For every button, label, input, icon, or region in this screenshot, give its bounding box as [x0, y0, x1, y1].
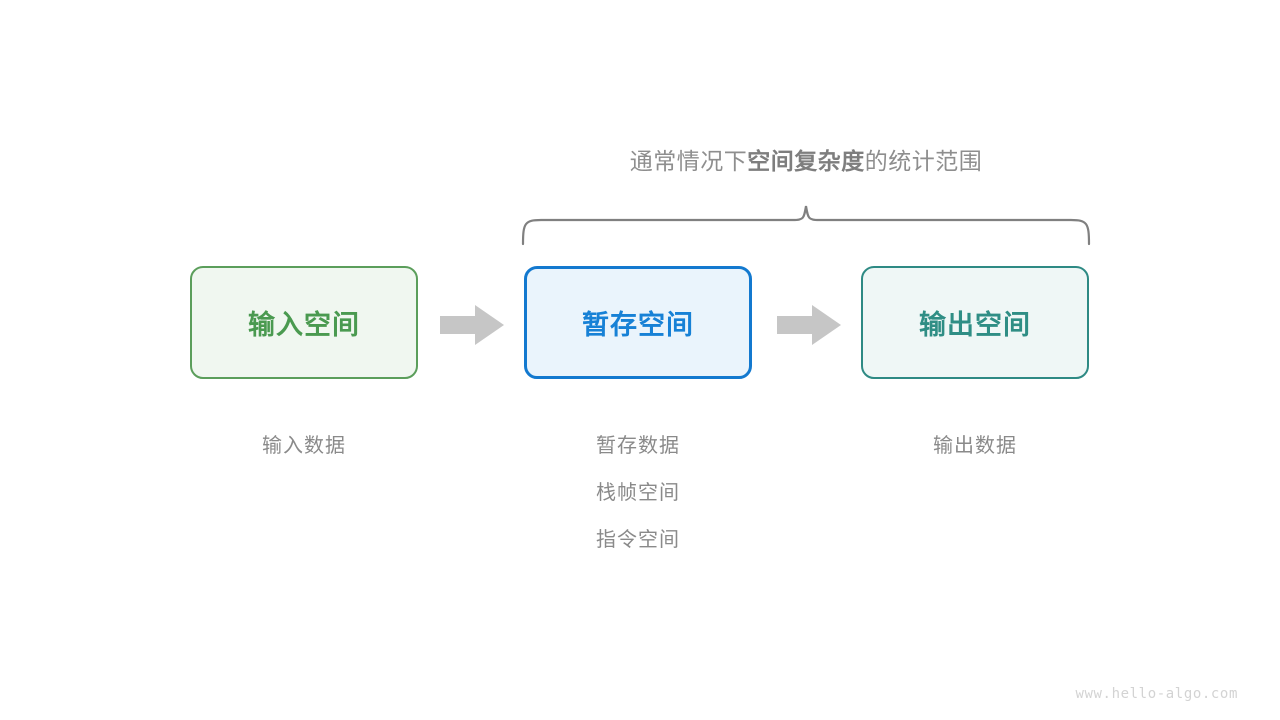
caption-item: 栈帧空间 — [596, 482, 680, 504]
caption-item: 暂存数据 — [596, 435, 680, 457]
scope-caption-suffix: 的统计范围 — [864, 148, 983, 174]
caption-item: 输出数据 — [933, 435, 1017, 457]
box-output-space-label: 输出空间 — [919, 310, 1031, 340]
caption-list-input: 输入数据 — [190, 423, 418, 470]
watermark: www.hello-algo.com — [1075, 686, 1238, 702]
scope-caption-prefix: 通常情况下 — [629, 148, 748, 174]
box-buffer-space[interactable]: 暂存空间 — [524, 266, 752, 379]
scope-caption-inner: 通常情况下空间复杂度的统计范围 — [630, 144, 983, 178]
arrow-right-icon-buffer-to-output — [777, 305, 841, 345]
box-output-space[interactable]: 输出空间 — [861, 266, 1089, 379]
box-buffer-space-label: 暂存空间 — [582, 310, 694, 340]
box-input-space-label: 输入空间 — [248, 310, 360, 340]
caption-item: 输入数据 — [262, 435, 346, 457]
caption-list-buffer: 暂存数据 栈帧空间 指令空间 — [524, 423, 752, 564]
box-input-space[interactable]: 输入空间 — [190, 266, 418, 379]
scope-caption-emphasis: 空间复杂度 — [747, 148, 865, 174]
caption-list-output: 输出数据 — [861, 423, 1089, 470]
caption-item: 指令空间 — [596, 529, 680, 551]
arrow-right-icon-input-to-buffer — [440, 305, 504, 345]
scope-brace-icon — [521, 205, 1091, 246]
